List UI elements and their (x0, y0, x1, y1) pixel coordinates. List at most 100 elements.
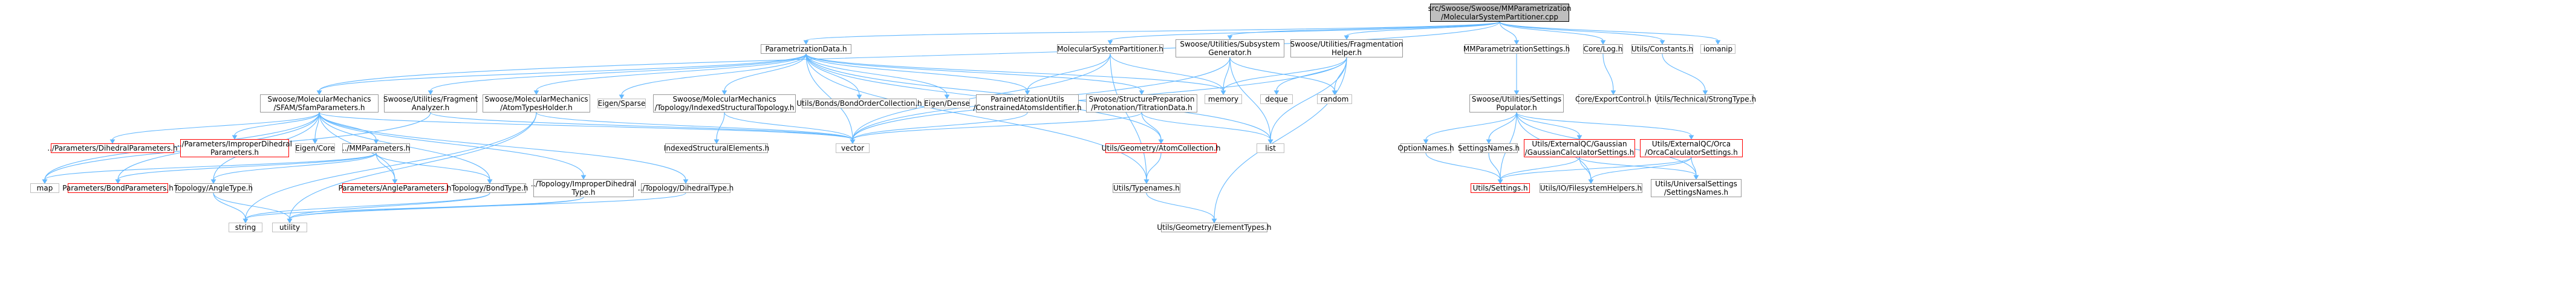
edge-atypes-string (245, 112, 537, 220)
edge-paramutils-vector (852, 112, 1028, 140)
edge-gauss-univnames (1579, 157, 1697, 176)
node-memory: memory (1205, 94, 1242, 104)
edge-arrowhead (1267, 139, 1273, 144)
node-parametrization-data[interactable]: ParametrizationData.h (761, 44, 851, 54)
edge-arrowhead (392, 179, 398, 184)
edge-mmparams-angleparams (376, 152, 395, 180)
node-strong-type[interactable]: Utils/Technical/StrongType.h (1654, 94, 1757, 104)
node-universal-settings-names[interactable]: Utils/UniversalSettings /SettingsNames.h (1651, 179, 1742, 197)
edge-settpop-setnames (1488, 112, 1517, 140)
edge-arrowhead (856, 94, 862, 99)
edge-arrowhead (850, 139, 856, 144)
node-constrained-atoms-identifier[interactable]: ParametrizationUtils /ConstrainedAtomsId… (973, 94, 1082, 113)
edge-frag-list (1270, 57, 1347, 140)
edge-arrowhead (1024, 90, 1030, 95)
node-filesystem-helpers[interactable]: Utils/IO/FilesystemHelpers.h (1540, 183, 1642, 193)
node-option-names[interactable]: OptionNames.h (1397, 143, 1454, 153)
edge-msp-paramutils (1027, 53, 1111, 91)
edge-atomcoll-typenames (1146, 152, 1162, 180)
edge-root-frag (1346, 21, 1500, 36)
edge-root-subsys (1229, 21, 1500, 36)
edge-arrowhead (1423, 139, 1429, 144)
node-gaussian-calculator-settings[interactable]: Utils/ExternalQC/Gaussian /GaussianCalcu… (1524, 139, 1635, 157)
node-dihedral-parameters[interactable]: ../Parameters/DihedralParameters.h (47, 143, 178, 153)
node-orca-calculator-settings[interactable]: Utils/ExternalQC/Orca /OrcaCalculatorSet… (1640, 139, 1743, 157)
edge-setnames-usettings (1488, 152, 1501, 180)
edge-frag-memory (1223, 57, 1347, 91)
node-angle-type[interactable]: Topology/AngleType.h (174, 183, 253, 193)
node-fragmentation-helper[interactable]: Swoose/Utilities/Fragmentation Helper.h (1290, 39, 1403, 57)
edge-sfam-dihedral (112, 112, 320, 140)
node-root-file: src/Swoose/Swoose/MMParametrization /Mol… (1428, 4, 1572, 22)
node-improper-dihedral-type[interactable]: ../Topology/ImproperDihedral Type.h (530, 179, 637, 197)
edge-pdata-paramutils (805, 53, 1028, 91)
edge-uconst-strongtype (1662, 53, 1706, 91)
node-bond-order-collection[interactable]: Utils/Bonds/BondOrderCollection.h (796, 99, 922, 108)
node-sfam-parameters[interactable]: Swoose/MolecularMechanics /SFAM/SfamPara… (260, 94, 379, 113)
node-utils-settings[interactable]: Utils/Settings.h (1471, 183, 1530, 193)
node-bond-type[interactable]: Topology/BondType.h (451, 183, 529, 193)
edge-sfam-topoimpr (319, 112, 584, 176)
node-mm-parametrization-settings[interactable]: MMParametrizationSettings.h (1463, 44, 1570, 54)
edge-arrowhead (428, 90, 434, 95)
node-fragment-analyzer[interactable]: Swoose/Utilities/Fragment Analyzer.h (383, 94, 478, 113)
edge-orca-usettings (1500, 157, 1692, 180)
node-indexed-structural-topology[interactable]: Swoose/MolecularMechanics /Topology/Inde… (653, 94, 796, 113)
node-settings-populator[interactable]: Swoose/Utilities/Settings Populator.h (1469, 94, 1564, 113)
edge-pdata-protdata (805, 53, 1142, 91)
edge-arrowhead (619, 94, 625, 99)
edge-arrowhead (721, 90, 727, 95)
edge-arrowhead (1693, 175, 1699, 180)
node-bond-parameters[interactable]: Parameters/BondParameters.h (62, 183, 174, 193)
node-mm-parameters[interactable]: ../MMParameters.h (342, 143, 411, 153)
edge-topobond-string (245, 192, 490, 220)
node-core-export-control[interactable]: Core/ExportControl.h (1575, 94, 1651, 104)
edge-corelog-coreexp (1602, 53, 1614, 91)
node-iomanip: iomanip (1700, 44, 1735, 54)
edge-arrowhead (1588, 179, 1594, 184)
edge-topodih-utility (289, 192, 686, 220)
edge-idxtopo-idxelems (716, 112, 725, 140)
edge-pdata-sfam (319, 53, 807, 91)
node-atom-collection[interactable]: Utils/Geometry/AtomCollection.h (1101, 143, 1221, 153)
edge-arrowhead (1143, 179, 1150, 184)
node-subsystem-generator[interactable]: Swoose/Utilities/Subsystem Generator.h (1176, 39, 1284, 57)
node-eigen-dense: Eigen/Dense (924, 99, 970, 108)
edge-optnames-usettings (1425, 152, 1501, 180)
edge-arrowhead (1273, 90, 1280, 95)
node-titration-data[interactable]: Swoose/StructurePreparation /Protonation… (1086, 94, 1197, 113)
edge-msp-typenames (1110, 53, 1147, 180)
edge-arrowhead (1227, 35, 1233, 40)
edge-atypes-utility (289, 112, 537, 220)
node-settings-names[interactable]: SettingsNames.h (1457, 143, 1520, 153)
edge-arrowhead (803, 40, 809, 45)
node-improper-dihedral-parameters[interactable]: ../Parameters/ImproperDihedral Parameter… (177, 139, 292, 157)
edge-orca-univnames (1691, 157, 1697, 176)
node-core-log[interactable]: Core/Log.h (1583, 44, 1623, 54)
node-list: list (1257, 143, 1284, 153)
node-element-types[interactable]: Utils/Geometry/ElementTypes.h (1157, 223, 1272, 232)
node-utils-constants[interactable]: Utils/Constants.h (1631, 44, 1694, 54)
edge-topobond-utility (289, 192, 490, 220)
node-typenames[interactable]: Utils/Typenames.h (1113, 183, 1180, 193)
node-indexed-structural-elements[interactable]: IndexedStructuralElements.h (663, 143, 770, 153)
edge-protdata-vector (852, 112, 1142, 140)
edge-arrowhead (683, 179, 689, 184)
edge-subsys-memory (1223, 57, 1231, 91)
node-vector: vector (836, 143, 870, 153)
edge-arrowhead (1220, 90, 1226, 95)
node-atom-types-holder[interactable]: Swoose/MolecularMechanics /AtomTypesHold… (483, 94, 590, 113)
edge-root-iomanip (1499, 21, 1719, 41)
edge-pdata-typenames (805, 53, 1147, 180)
node-molecular-system-partitioner-h[interactable]: MolecularSystemPartitioner.h (1057, 44, 1163, 54)
node-angle-parameters[interactable]: Parameters/AngleParameters.h (338, 183, 452, 193)
edge-arrowhead (581, 175, 587, 180)
edge-arrowhead (316, 90, 322, 95)
node-deque: deque (1260, 94, 1293, 104)
edge-pdata-vector (805, 53, 853, 140)
edge-arrowhead (1139, 90, 1145, 95)
edge-root-uconst (1499, 21, 1663, 41)
node-dihedral-type[interactable]: ../Topology/DihedralType.h (637, 183, 734, 193)
edge-settpop-orca (1516, 112, 1692, 136)
